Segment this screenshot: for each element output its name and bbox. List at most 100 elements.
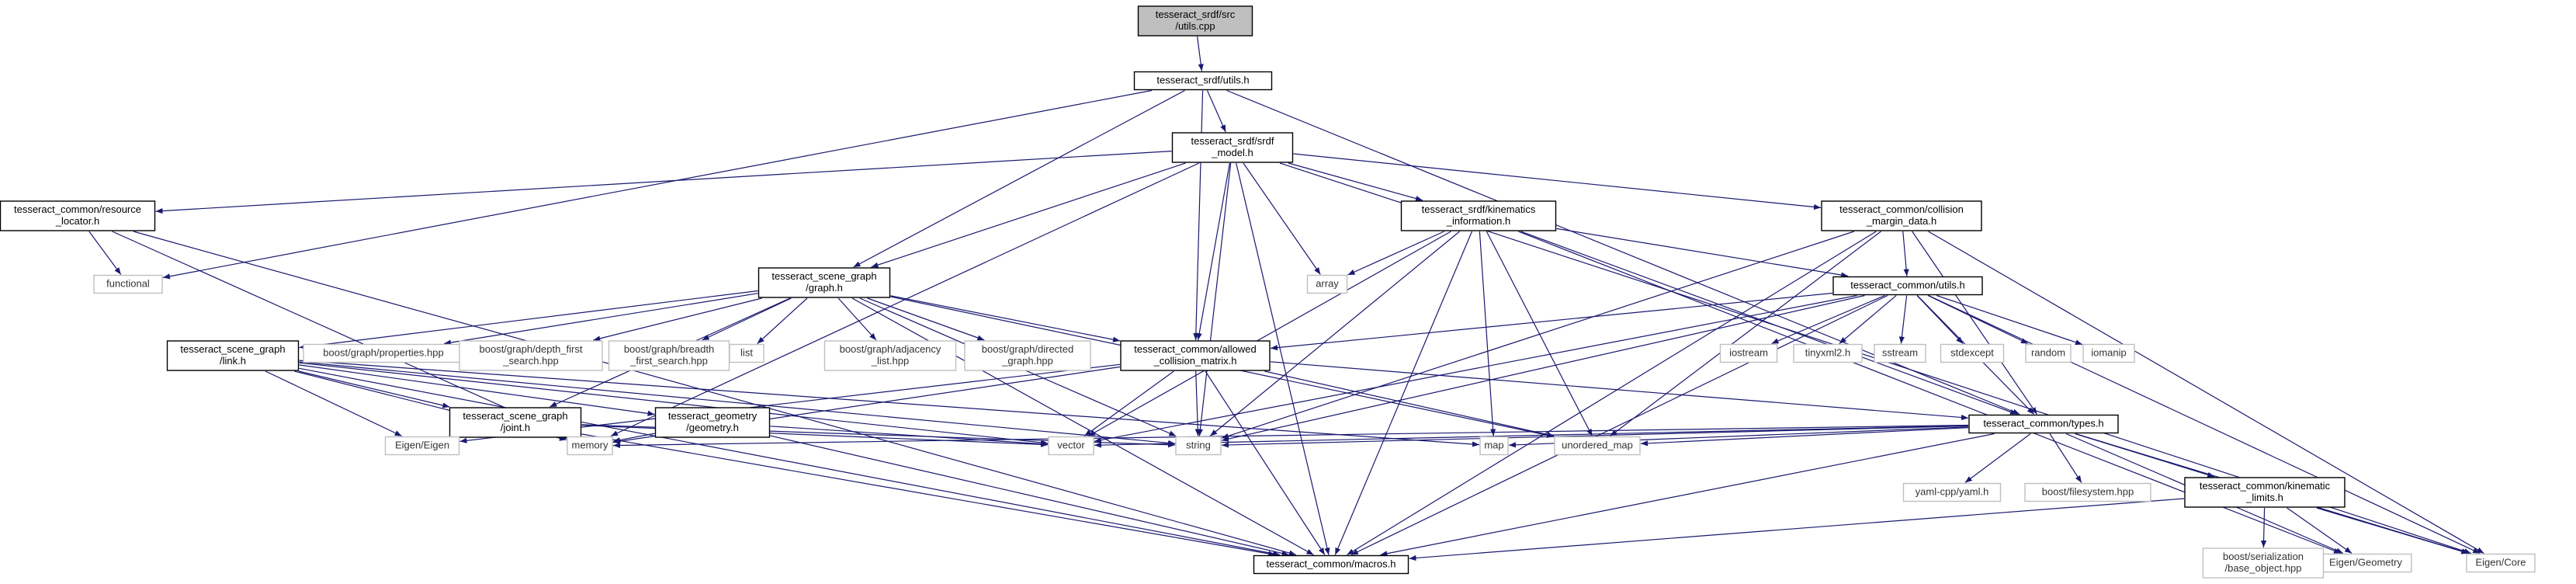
edge-scene-graph-to-bg-bfs [702,297,792,341]
node-geometry-h[interactable]: tesseract_geometry/geometry.h [654,407,771,438]
node-box [729,343,764,363]
edge-collision-margin-to-types-h [1912,231,2037,415]
node-label: /utils.cpp [1175,20,1215,32]
node-box [2202,548,2325,579]
node-label: sstream [1882,347,1918,359]
edge-collision-margin-to-unordered-map [1610,231,1881,436]
edge-kinematics-info-to-array [1347,231,1444,276]
edge-utils-h-to-scene-graph [853,89,1185,268]
node-label: _graph.hpp [1001,355,1053,367]
node-acm[interactable]: tesseract_common/allowed_collision_matri… [1120,340,1271,371]
edge-srdf-model-to-collision-margin [1293,153,1822,210]
node-label: string [1186,440,1211,451]
node-box [2082,343,2135,363]
edge-link-h-to-string [299,361,1176,446]
node-box [1821,200,1982,231]
node-label: /base_object.hpp [2224,562,2301,574]
node-scene-graph[interactable]: tesseract_scene_graph/graph.h [758,267,891,298]
node-label: tesseract_scene_graph [463,410,567,422]
edge-utils-cpp-to-utils-h [1197,36,1204,71]
node-box [1479,436,1509,456]
node-label: tesseract_scene_graph [771,270,876,282]
edge-collision-margin-to-eigen-core [1928,231,2484,554]
node-label: tesseract_common/macros.h [1267,558,1396,570]
node-label: tinyxml2.h [1805,347,1851,359]
edge-common-utils-to-macros-h [1350,294,1888,556]
node-box [1175,436,1222,456]
node-label: _locator.h [55,215,99,227]
edge-utils-h-to-srdf-model [1206,90,1226,133]
edge-types-h-to-string [1221,425,1969,448]
node-box [1120,340,1271,371]
edge-kinematic-limits-to-eigen-geometry [2287,507,2352,554]
edge-common-utils-to-acm [1270,292,1833,351]
edge-common-utils-to-string [1221,294,1865,442]
edge-scene-graph-to-bg-adjacency [837,297,877,341]
node-label: unordered_map [1562,440,1633,451]
node-box [1554,436,1641,456]
node-box [1940,343,2005,363]
nodes-layer: tesseract_srdf/src/utils.cpptesseract_sr… [0,5,2536,579]
node-box [2025,343,2072,363]
node-label: tesseract_common/resource [14,203,141,215]
edge-acm-to-unordered-map [1264,370,1555,438]
node-label: tesseract_srdf/src [1156,9,1236,20]
edge-common-utils-to-sstream [1898,295,1908,344]
node-label: functional [106,278,150,290]
edge-kinematics-info-to-types-h [1520,231,2018,415]
node-box [459,340,603,371]
edge-utils-h-to-functional [162,89,1153,280]
node-label: random [2031,347,2065,359]
node-box [2184,477,2345,508]
edge-resource-locator-to-macros-h [133,231,1297,556]
node-utils-cpp[interactable]: tesseract_srdf/src/utils.cpp [1137,5,1253,36]
edge-joint-h-to-macros-h [581,433,1276,557]
node-label: memory [572,440,608,451]
node-label: tesseract_srdf/utils.h [1156,75,1249,86]
node-box [1171,132,1294,163]
node-list: list [729,343,764,363]
node-label: iomanip [2091,347,2127,359]
node-map: map [1479,436,1509,456]
edge-resource-locator-to-functional [88,231,122,275]
node-box [823,340,957,371]
node-label: tesseract_scene_graph [180,343,285,355]
node-types-h[interactable]: tesseract_common/types.h [1968,414,2119,434]
node-label: Eigen/Geometry [2329,557,2402,568]
node-box [1253,554,1409,575]
edge-srdf-model-to-scene-graph [871,162,1186,268]
node-box [1719,343,1778,363]
node-box [1968,414,2119,434]
edge-kinematic-limits-to-macros-h [1409,498,2185,561]
edge-types-h-to-macros-h [1380,433,1995,557]
node-kinematics-info[interactable]: tesseract_srdf/kinematics_information.h [1400,200,1557,231]
node-label: /joint.h [501,422,530,433]
node-label: tesseract_common/kinematic [2200,480,2331,492]
node-box [0,200,156,231]
node-utils-h[interactable]: tesseract_srdf/utils.h [1133,71,1273,91]
edge-kinematics-info-to-macros-h [1334,231,1473,555]
node-box [1902,482,2002,502]
node-macros-h[interactable]: tesseract_common/macros.h [1253,554,1409,575]
node-label: Eigen/Core [2475,557,2526,568]
edge-geometry-h-to-memory [612,433,655,443]
node-kinematic-limits[interactable]: tesseract_common/kinematic_limits.h [2184,477,2345,508]
node-box [1048,436,1094,456]
node-srdf-model[interactable]: tesseract_srdf/srdf_model.h [1171,132,1294,163]
node-label: boost/filesystem.hpp [2042,486,2134,498]
node-resource-locator[interactable]: tesseract_common/resource_locator.h [0,200,156,231]
node-yaml: yaml-cpp/yaml.h [1902,482,2002,502]
node-label: tesseract_srdf/kinematics [1422,203,1536,215]
node-joint-h[interactable]: tesseract_scene_graph/joint.h [449,407,582,438]
node-collision-margin[interactable]: tesseract_common/collision_margin_data.h [1821,200,1982,231]
edge-srdf-model-to-kinematics-info [1288,162,1423,202]
edge-types-h-to-unordered-map [1640,427,1969,447]
edge-srdf-model-to-array [1243,162,1321,275]
edge-resource-locator-to-memory [112,231,569,437]
node-label: _model.h [1211,147,1253,158]
edge-srdf-model-to-string [1197,162,1232,436]
node-common-utils[interactable]: tesseract_common/utils.h [1832,276,1983,296]
node-link-h[interactable]: tesseract_scene_graph/link.h [166,340,300,371]
edge-scene-graph-to-macros-h [851,297,1314,556]
node-box [1793,343,1863,363]
